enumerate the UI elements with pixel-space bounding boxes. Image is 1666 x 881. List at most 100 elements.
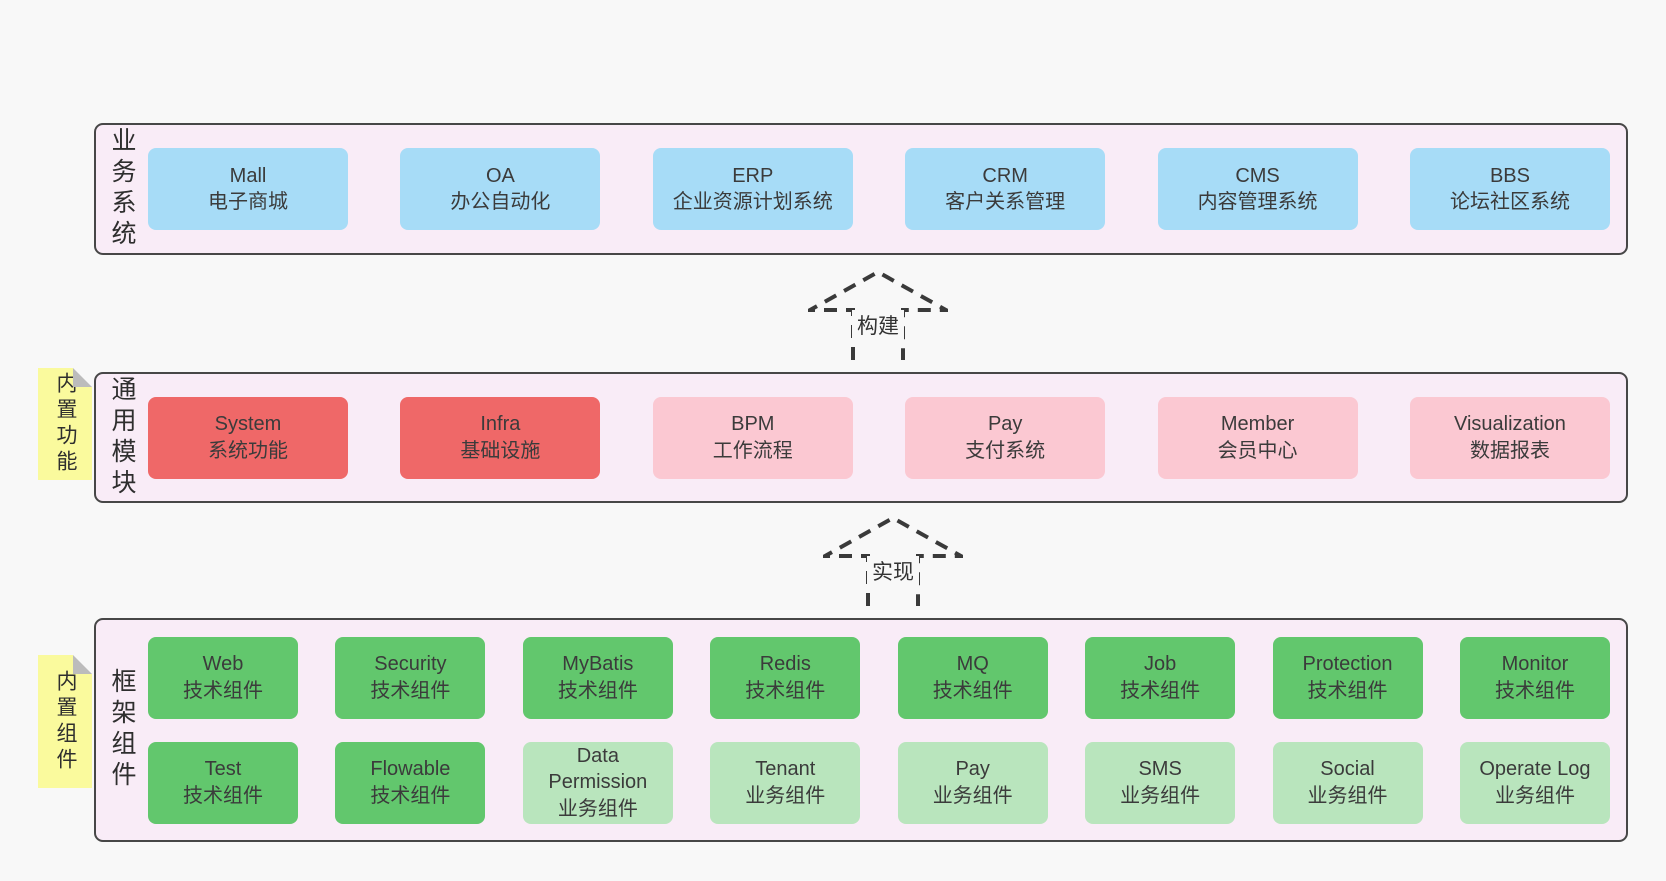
box-subtitle: 内容管理系统	[1197, 191, 1318, 213]
box-subtitle: 工作流程	[712, 439, 793, 462]
box-subtitle: 技术组件	[745, 679, 826, 702]
box-crm: CRM 客户关系管理	[905, 148, 1106, 230]
box-title: SMS	[1138, 758, 1182, 781]
band-modules-rows: System 系统功能 Infra 基础设施 BPM 工作流程 Pay 支付系统…	[144, 396, 1626, 479]
box-flowable: Flowable 技术组件	[335, 741, 486, 824]
box-subtitle: 客户关系管理	[945, 191, 1066, 213]
box-infra: Infra 基础设施	[400, 396, 601, 479]
box-sms: SMS 业务组件	[1085, 741, 1236, 824]
box-bbs: BBS 论坛社区系统	[1409, 148, 1610, 230]
box-title: BPM	[731, 413, 775, 436]
box-member: Member 会员中心	[1157, 396, 1358, 479]
box-title: CRM	[982, 164, 1028, 187]
box-oa: OA 办公自动化	[400, 148, 601, 230]
box-subtitle: 技术组件	[370, 679, 451, 702]
box-mall: Mall 电子商城	[148, 148, 348, 230]
band-business-rows: Mall 电子商城 OA 办公自动化 ERP 企业资源计划系统 CRM 客户关系…	[144, 148, 1626, 230]
box-title: Operate Log	[1479, 758, 1591, 781]
box-social: Social 业务组件	[1272, 741, 1423, 824]
box-title: Tenant	[755, 758, 816, 781]
box-subtitle: 技术组件	[1120, 679, 1201, 702]
arrow-build-label: 构建	[852, 310, 904, 340]
box-subtitle: 技术组件	[370, 784, 451, 807]
folded-corner-icon	[73, 655, 92, 674]
box-test: Test 技术组件	[148, 741, 298, 824]
box-visualization: Visualization 数据报表	[1409, 396, 1610, 479]
box-title: MQ	[956, 653, 989, 676]
band-business-row: Mall 电子商城 OA 办公自动化 ERP 企业资源计划系统 CRM 客户关系…	[148, 148, 1610, 230]
sticky-built-in-features: 内置功能	[38, 368, 92, 480]
box-cms: CMS 内容管理系统	[1157, 148, 1358, 230]
box-redis: Redis 技术组件	[710, 636, 861, 719]
box-subtitle: 业务组件	[1120, 784, 1201, 807]
box-title: Social	[1320, 758, 1375, 781]
box-subtitle: 业务组件	[745, 784, 826, 807]
band-framework-row-2: Test 技术组件 Flowable 技术组件 Data Permission …	[148, 741, 1610, 824]
box-title: Flowable	[370, 758, 451, 781]
box-erp: ERP 企业资源计划系统	[652, 148, 853, 230]
box-subtitle: 业务组件	[932, 784, 1013, 807]
box-title: Data Permission	[548, 744, 648, 794]
box-subtitle: 办公自动化	[450, 191, 551, 213]
box-title: Visualization	[1453, 413, 1566, 436]
box-subtitle: 技术组件	[1307, 679, 1388, 702]
box-tenant: Tenant 业务组件	[710, 741, 861, 824]
band-framework-rows: Web 技术组件 Security 技术组件 MyBatis 技术组件 Redi…	[144, 636, 1626, 824]
box-mybatis: MyBatis 技术组件	[522, 636, 673, 719]
folded-corner-icon	[73, 368, 92, 387]
box-title: Pay	[987, 413, 1023, 436]
arrow-implement-label: 实现	[867, 556, 919, 586]
box-title: Security	[374, 653, 447, 676]
box-protection: Protection 技术组件	[1272, 636, 1423, 719]
band-common-modules: 通用模块 System 系统功能 Infra 基础设施 BPM 工作流程 Pay…	[94, 372, 1628, 503]
box-subtitle: 论坛社区系统	[1449, 191, 1570, 213]
box-title: System	[214, 413, 282, 436]
box-pay-component: Pay 业务组件	[897, 741, 1048, 824]
box-title: Job	[1143, 653, 1177, 676]
box-title: Member	[1220, 413, 1295, 436]
box-subtitle: 技术组件	[557, 679, 638, 702]
box-title: MyBatis	[562, 653, 634, 676]
box-title: Test	[204, 758, 242, 781]
box-title: Mall	[229, 164, 267, 187]
band-framework-components: 框架组件 Web 技术组件 Security 技术组件 MyBatis 技术组件…	[94, 618, 1628, 842]
box-title: OA	[485, 164, 515, 187]
box-mq: MQ 技术组件	[897, 636, 1048, 719]
box-bpm: BPM 工作流程	[652, 396, 853, 479]
box-subtitle: 技术组件	[932, 679, 1013, 702]
band-label-framework: 框架组件	[108, 668, 136, 792]
box-subtitle: 会员中心	[1217, 439, 1298, 462]
box-title: Pay	[955, 758, 990, 781]
box-system: System 系统功能	[148, 396, 348, 479]
box-title: ERP	[732, 164, 774, 187]
band-business-systems: 业务系统 Mall 电子商城 OA 办公自动化 ERP 企业资源计划系统 CRM…	[94, 123, 1628, 255]
box-subtitle: 企业资源计划系统	[672, 191, 833, 213]
box-subtitle: 数据报表	[1469, 439, 1550, 462]
band-modules-row: System 系统功能 Infra 基础设施 BPM 工作流程 Pay 支付系统…	[148, 396, 1610, 479]
band-framework-row-1: Web 技术组件 Security 技术组件 MyBatis 技术组件 Redi…	[148, 636, 1610, 719]
box-subtitle: 技术组件	[1494, 679, 1575, 702]
box-subtitle: 支付系统	[965, 439, 1046, 462]
box-subtitle: 技术组件	[183, 784, 263, 807]
box-subtitle: 基础设施	[460, 439, 541, 462]
box-subtitle: 业务组件	[557, 797, 638, 820]
box-job: Job 技术组件	[1085, 636, 1236, 719]
sticky-built-in-components: 内置组件	[38, 655, 92, 788]
box-subtitle: 系统功能	[208, 439, 288, 462]
box-title: Monitor	[1501, 653, 1569, 676]
sticky-label: 内置功能	[54, 372, 77, 476]
box-web: Web 技术组件	[148, 636, 298, 719]
box-title: CMS	[1235, 164, 1280, 187]
sticky-label: 内置组件	[54, 669, 77, 774]
box-monitor: Monitor 技术组件	[1459, 636, 1610, 719]
box-data-permission: Data Permission 业务组件	[522, 741, 673, 824]
box-security: Security 技术组件	[335, 636, 486, 719]
box-operate-log: Operate Log 业务组件	[1459, 741, 1610, 824]
box-title: Web	[202, 653, 244, 676]
box-subtitle: 业务组件	[1494, 784, 1575, 807]
arrow-implement: 实现	[823, 512, 963, 606]
box-subtitle: 技术组件	[183, 679, 263, 702]
band-label-modules: 通用模块	[108, 375, 136, 500]
band-label-business: 业务系统	[108, 127, 136, 251]
